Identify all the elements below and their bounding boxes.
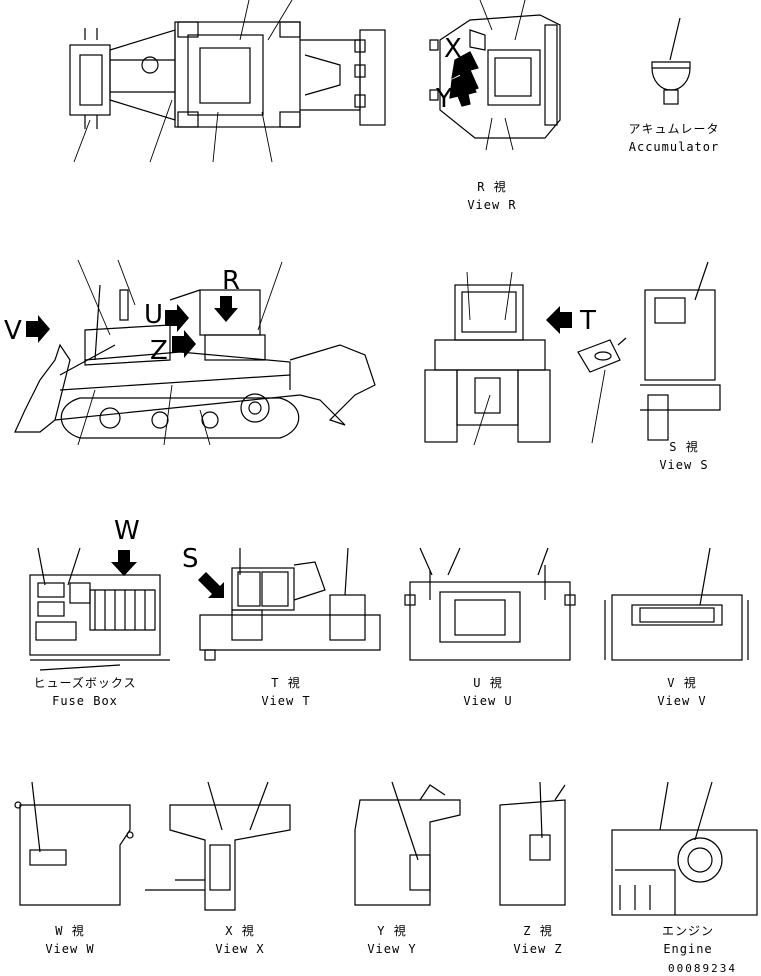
dozer-top-view	[69, 21, 386, 129]
callout-r: R	[222, 266, 241, 296]
engine-label-jp: エンジン	[661, 924, 714, 938]
view-u-label-en: View U	[463, 694, 513, 708]
accumulator-drawing	[651, 17, 691, 105]
arrow-w-icon	[111, 550, 137, 576]
view-x-label-jp: X 視	[225, 924, 255, 938]
view-r-leader-lines	[479, 0, 526, 151]
accumulator-label-en: Accumulator	[628, 140, 720, 154]
arrow-s-icon	[198, 572, 224, 598]
view-t-label-en: View T	[261, 694, 311, 708]
callout-y: Y	[436, 84, 452, 114]
view-w-label-en: View W	[45, 942, 95, 956]
view-t-drawing	[199, 547, 381, 661]
label-plate-detail	[577, 337, 627, 373]
view-t-label-jp: T 視	[271, 676, 301, 690]
dozer-side-view	[14, 284, 376, 439]
arrow-u-icon	[165, 304, 189, 332]
view-v-label-jp: V 視	[667, 676, 697, 690]
engine-drawing	[611, 781, 758, 916]
view-y-label-jp: Y 視	[377, 924, 407, 938]
rear-view-leader-lines	[466, 271, 606, 446]
view-y-drawing	[354, 781, 461, 906]
view-z-label-jp: Z 視	[523, 924, 553, 938]
fuse-box-label-jp: ヒューズボックス	[33, 676, 137, 690]
view-s-label-jp: S 視	[669, 440, 699, 454]
view-z-drawing	[499, 781, 566, 906]
view-r-label-en: View R	[467, 198, 517, 212]
view-u-label-jp: U 視	[473, 676, 503, 690]
view-w-label-jp: W 視	[55, 924, 85, 938]
callout-z: Z	[150, 336, 168, 366]
view-u-drawing	[404, 547, 576, 661]
callout-u: U	[144, 300, 164, 330]
view-r-label-jp: R 視	[477, 180, 507, 194]
fuse-box-drawing	[29, 547, 170, 671]
view-s-drawing	[640, 261, 721, 441]
drawing-number: 00089234	[668, 962, 737, 975]
fuse-box-label-en: Fuse Box	[52, 694, 118, 708]
engine-label-en: Engine	[663, 942, 713, 956]
dozer-rear-view	[424, 284, 551, 443]
view-x-drawing	[145, 781, 291, 911]
view-v-drawing	[604, 547, 749, 661]
arrow-z-icon	[172, 330, 196, 358]
view-x-label-en: View X	[215, 942, 265, 956]
callout-x: X	[444, 34, 462, 64]
callout-t: T	[580, 306, 596, 336]
view-s-label-en: View S	[659, 458, 709, 472]
arrow-v-icon	[26, 315, 50, 343]
accumulator-label-jp: アキュムレータ	[628, 122, 720, 136]
view-y-label-en: View Y	[367, 942, 417, 956]
view-v-label-en: View V	[657, 694, 707, 708]
callout-s: S	[182, 544, 199, 574]
top-view-leader-lines	[73, 0, 293, 163]
view-z-label-en: View Z	[513, 942, 563, 956]
arrow-t-icon	[546, 306, 572, 334]
view-w-drawing	[14, 781, 134, 906]
arrow-r-icon	[214, 296, 238, 322]
callout-w: W	[114, 516, 140, 546]
view-r-drawing	[429, 14, 561, 139]
side-view-leader-lines	[77, 259, 283, 446]
callout-v: V	[4, 316, 22, 346]
side-view-arrows	[26, 296, 238, 358]
